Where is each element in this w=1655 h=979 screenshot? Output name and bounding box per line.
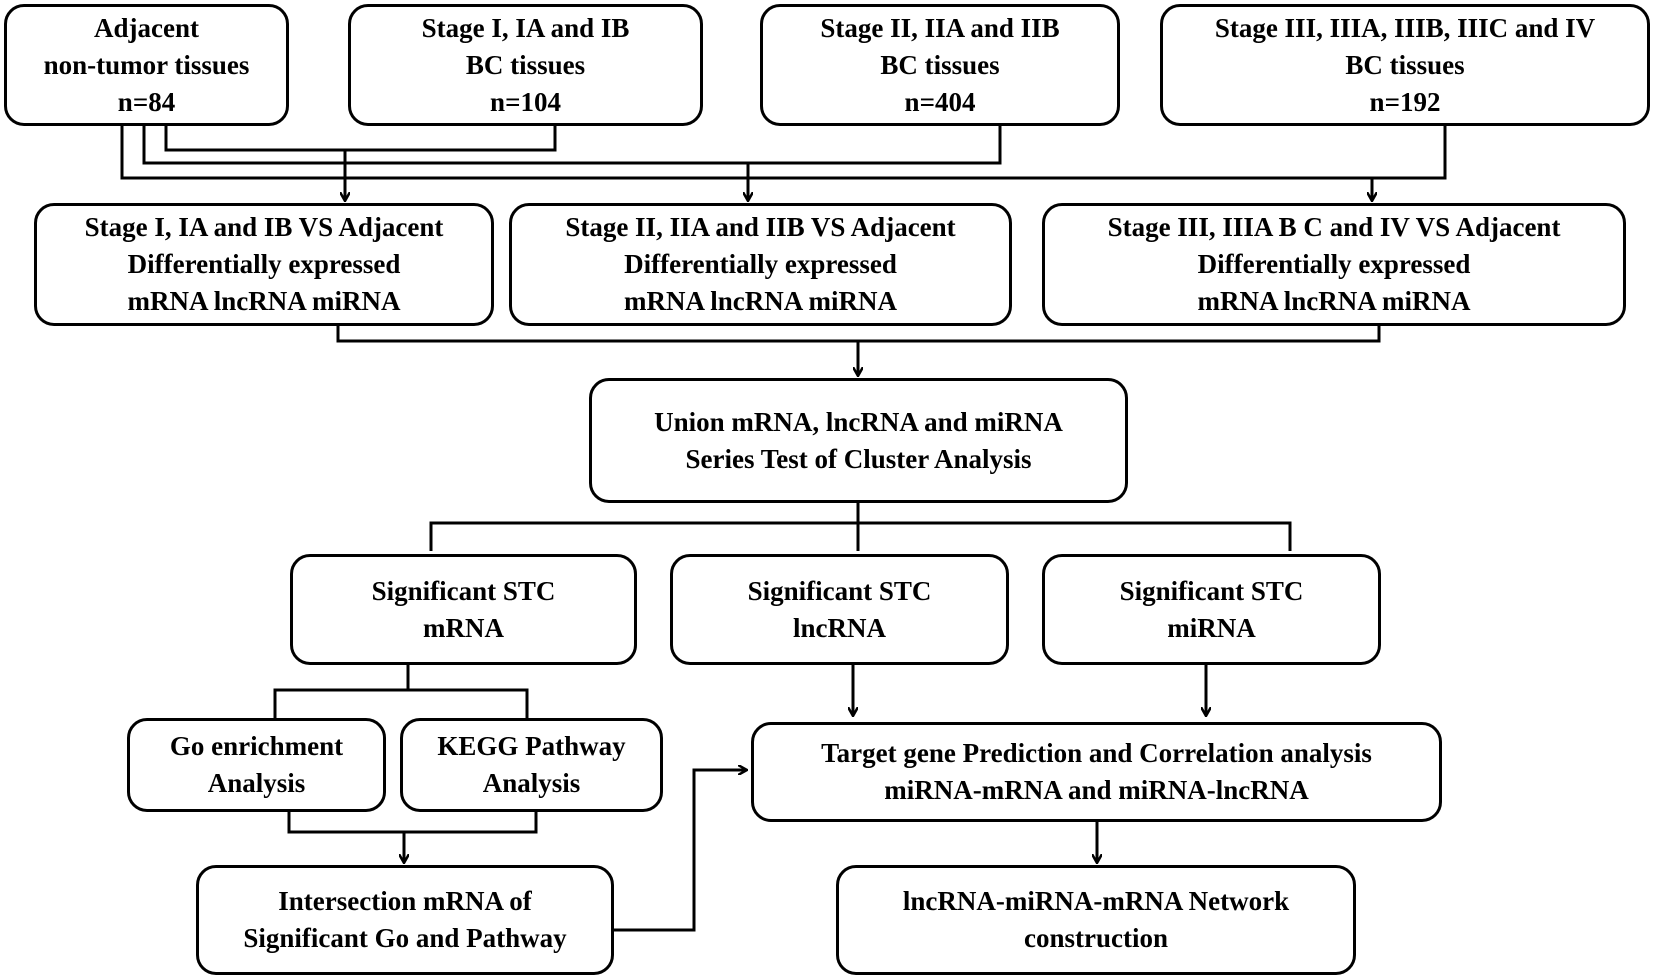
- node-stc-lncrna: Significant STC lncRNA: [670, 554, 1009, 665]
- node-network: lncRNA-miRNA-mRNA Network construction: [836, 865, 1356, 975]
- connector-de-merge: [336, 326, 1381, 343]
- arrow-intersection-to-target: [614, 770, 746, 932]
- node-adjacent: Adjacent non-tumor tissues n=84: [4, 4, 289, 126]
- connector-adjacent-de2: [142, 126, 1002, 165]
- node-stc-mrna: Significant STC mRNA: [290, 554, 637, 665]
- connector-adjacent-de1: [164, 126, 557, 152]
- node-target-prediction: Target gene Prediction and Correlation a…: [751, 722, 1442, 822]
- node-stc-mirna: Significant STC miRNA: [1042, 554, 1381, 665]
- node-kegg-pathway: KEGG Pathway Analysis: [400, 718, 663, 812]
- node-go-enrichment: Go enrichment Analysis: [127, 718, 386, 812]
- connector-go-kegg-merge: [287, 812, 538, 834]
- node-union-stc: Union mRNA, lncRNA and miRNA Series Test…: [589, 378, 1128, 503]
- connector-adjacent-de3: [120, 126, 1447, 180]
- node-intersection: Intersection mRNA of Significant Go and …: [196, 865, 614, 975]
- node-de-stage3: Stage III, IIIA B C and IV VS Adjacent D…: [1042, 203, 1626, 326]
- node-de-stage2: Stage II, IIA and IIB VS Adjacent Differ…: [509, 203, 1012, 326]
- node-de-stage1: Stage I, IA and IB VS Adjacent Different…: [34, 203, 494, 326]
- node-stage3: Stage III, IIIA, IIIB, IIIC and IV BC ti…: [1160, 4, 1650, 126]
- node-stage2: Stage II, IIA and IIB BC tissues n=404: [760, 4, 1120, 126]
- connector-stc-go-kegg: [273, 665, 529, 718]
- connector-stc-branch: [429, 521, 1292, 551]
- node-stage1: Stage I, IA and IB BC tissues n=104: [348, 4, 703, 126]
